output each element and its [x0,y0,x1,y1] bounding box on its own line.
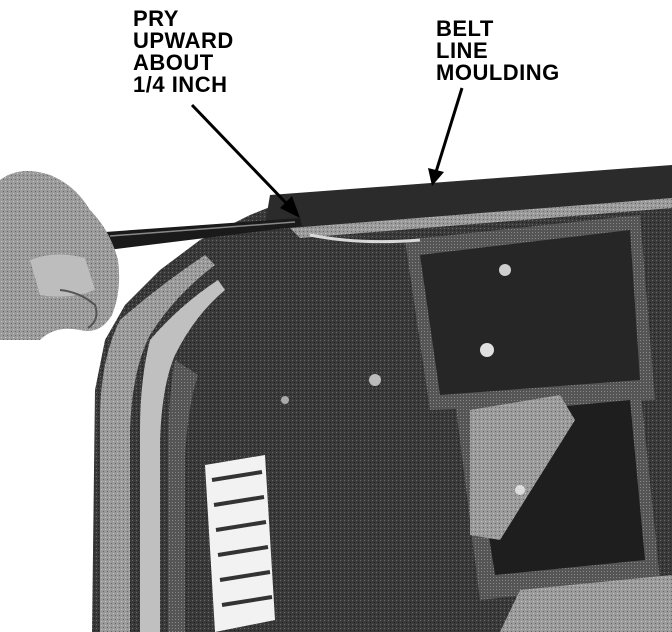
label-sticker [205,455,275,632]
screwdriver [105,218,302,250]
leader-arrow-pry [190,103,300,218]
hand [0,171,120,340]
callout-belt-line-moulding: BELT LINE MOULDING [436,16,560,85]
callout-pry-upward: PRY UPWARD ABOUT 1/4 INCH [133,6,234,97]
leader-arrow-belt [428,87,464,186]
fasteners [281,264,525,495]
belt-line-moulding [265,165,672,244]
door-edge-weatherstrip [100,255,225,632]
